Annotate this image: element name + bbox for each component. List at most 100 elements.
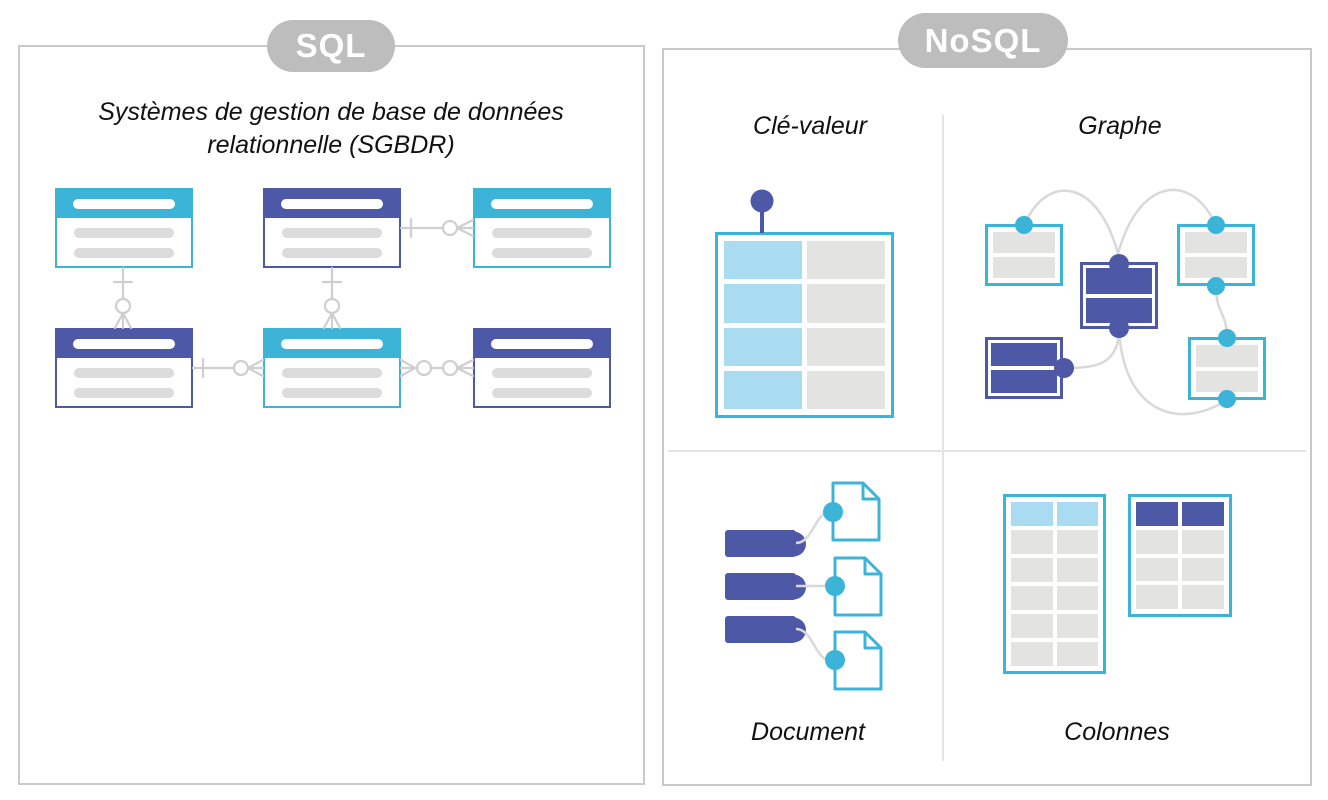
er-field-bar — [492, 368, 592, 378]
key-cell — [724, 370, 802, 409]
column-cell — [1011, 614, 1053, 638]
er-table-title-bar — [491, 339, 593, 349]
sql-badge-label: SQL — [295, 27, 367, 64]
value-cell — [807, 327, 885, 366]
er-table-title-bar — [281, 339, 383, 349]
quadrant-divider-vertical — [942, 115, 944, 761]
key-tag — [725, 616, 796, 643]
er-field-bar — [282, 248, 382, 258]
column-cell — [1011, 642, 1053, 666]
er-table-header — [475, 190, 609, 218]
column-header-cell — [1182, 502, 1224, 526]
graph-node — [985, 337, 1063, 399]
er-table-header — [265, 330, 399, 358]
graph-node-row — [1086, 268, 1152, 294]
graph-node-row — [991, 370, 1057, 393]
column-cell — [1011, 586, 1053, 610]
key-value-table — [715, 232, 894, 418]
graph-node-row — [1196, 345, 1258, 367]
graph-node-inner — [991, 343, 1057, 393]
value-cell — [807, 241, 885, 280]
er-field-bar — [74, 368, 174, 378]
er-table-body — [265, 218, 399, 258]
er-table-body — [57, 358, 191, 398]
column-cell — [1136, 585, 1178, 609]
label-key-value: Clé-valeur — [753, 112, 867, 140]
er-table-body — [475, 218, 609, 258]
quadrant-divider-horizontal — [668, 450, 1306, 452]
column-cell — [1182, 557, 1224, 582]
label-columns: Colonnes — [1064, 718, 1170, 746]
key-cell — [724, 327, 802, 366]
nosql-badge: NoSQL — [898, 13, 1068, 68]
er-table-header — [57, 330, 191, 358]
graph-node — [1177, 224, 1255, 286]
column-cell — [1056, 586, 1098, 610]
er-table — [55, 188, 193, 268]
er-table-title-bar — [491, 199, 593, 209]
er-field-bar — [74, 228, 174, 238]
er-table — [473, 328, 611, 408]
value-cell — [807, 370, 885, 409]
column-cell — [1136, 557, 1178, 582]
value-cell — [807, 284, 885, 323]
er-table-title-bar — [73, 339, 175, 349]
column-cell — [1056, 614, 1098, 638]
column-cell — [1056, 530, 1098, 554]
graph-node-inner — [1086, 268, 1152, 323]
er-field-bar — [282, 368, 382, 378]
er-field-bar — [492, 388, 592, 398]
column-family-table — [1128, 494, 1232, 617]
er-table — [263, 328, 401, 408]
er-table-body — [57, 218, 191, 258]
key-tag — [725, 573, 796, 600]
graph-node-row — [993, 232, 1055, 253]
column-cell — [1136, 529, 1178, 554]
sql-title-line1: Systèmes de gestion de base de données — [98, 98, 564, 126]
er-field-bar — [492, 228, 592, 238]
graph-node-row — [991, 343, 1057, 366]
graph-node-row — [1185, 232, 1247, 253]
sql-badge: SQL — [267, 20, 395, 72]
graph-node — [985, 224, 1063, 286]
column-cell — [1182, 529, 1224, 554]
sql-title-line2: relationnelle (SGBDR) — [207, 131, 455, 159]
label-document: Document — [751, 718, 865, 746]
column-family-table — [1003, 494, 1106, 674]
er-field-bar — [74, 248, 174, 258]
key-cell — [724, 241, 802, 280]
er-table-title-bar — [281, 199, 383, 209]
column-header-cell — [1056, 502, 1098, 526]
er-table-header — [265, 190, 399, 218]
er-table-header — [475, 330, 609, 358]
er-field-bar — [492, 248, 592, 258]
graph-node — [1080, 262, 1158, 329]
column-header-cell — [1136, 502, 1178, 526]
column-header-cell — [1011, 502, 1053, 526]
sql-panel — [18, 45, 645, 785]
column-cell — [1011, 558, 1053, 582]
column-cell — [1056, 558, 1098, 582]
key-cell — [724, 284, 802, 323]
graph-node — [1188, 337, 1266, 400]
column-cell — [1182, 585, 1224, 609]
er-table — [473, 188, 611, 268]
label-graph: Graphe — [1078, 112, 1162, 140]
graph-node-row — [1185, 257, 1247, 278]
er-table — [263, 188, 401, 268]
document-icon — [833, 630, 883, 691]
er-table-body — [265, 358, 399, 398]
key-tag — [725, 530, 796, 557]
er-field-bar — [282, 388, 382, 398]
er-field-bar — [282, 228, 382, 238]
graph-node-row — [993, 257, 1055, 278]
er-table-body — [475, 358, 609, 398]
column-cell — [1011, 530, 1053, 554]
er-field-bar — [74, 388, 174, 398]
graph-node-row — [1196, 370, 1258, 392]
document-icon — [833, 556, 883, 617]
graph-node-row — [1086, 297, 1152, 323]
er-table — [55, 328, 193, 408]
document-icon — [831, 481, 881, 542]
sql-panel-title: Systèmes de gestion de base de données r… — [40, 96, 622, 162]
